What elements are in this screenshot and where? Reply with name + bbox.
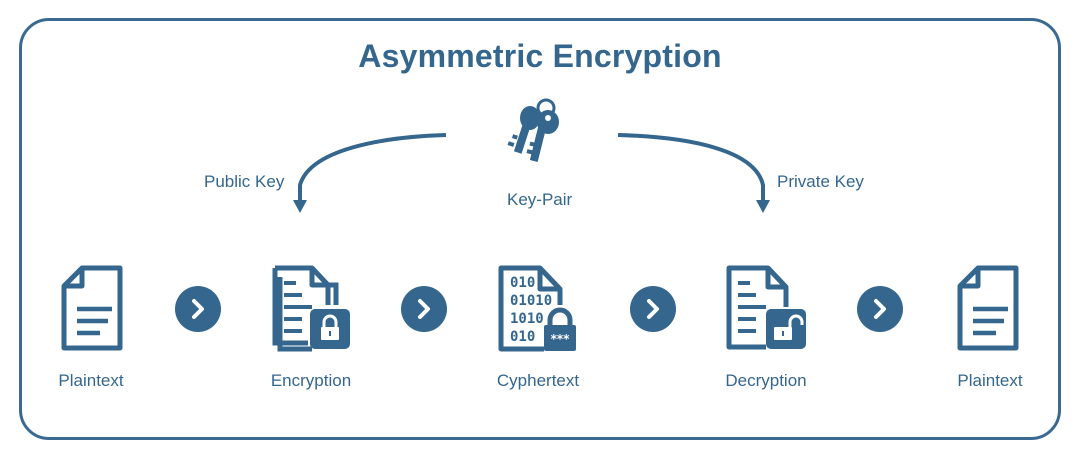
binary-line: 01010 [510, 293, 552, 309]
locked-documents-icon [272, 265, 350, 352]
private-key-arrow [617, 133, 765, 202]
binary-line: 010 [510, 329, 535, 345]
step-label-plaintext: Plaintext [957, 371, 1023, 390]
key-pair-label: Key-Pair [507, 190, 573, 209]
public-key-label: Public Key [204, 172, 285, 191]
chevron-right-icon [401, 286, 447, 332]
binary-line: 010 [510, 275, 535, 291]
chevron-right-icon [630, 286, 676, 332]
step-label-decryption: Decryption [725, 371, 807, 390]
unlocked-document-icon [726, 265, 806, 350]
document-icon [957, 265, 1019, 351]
chevron-right-icon [857, 286, 903, 332]
step-label-cyphertext: Cyphertext [496, 371, 580, 390]
binary-line: 1010 [510, 311, 544, 327]
document-icon [61, 265, 123, 351]
public-key-arrowhead [293, 200, 307, 213]
private-key-arrowhead [756, 200, 770, 213]
key-pair-icon [507, 98, 559, 162]
diagram-title: Asymmetric Encryption [358, 38, 722, 74]
private-key-label: Private Key [777, 172, 864, 191]
diagram-frame [19, 18, 1061, 440]
chevron-right-icon [175, 286, 221, 332]
pin-mask: *** [551, 332, 571, 346]
public-key-arrow [298, 133, 447, 202]
step-label-plaintext: Plaintext [58, 371, 124, 390]
binary-document-lock-icon: 010 01010 1010 010 *** [498, 265, 576, 352]
step-label-encryption: Encryption [270, 371, 352, 390]
